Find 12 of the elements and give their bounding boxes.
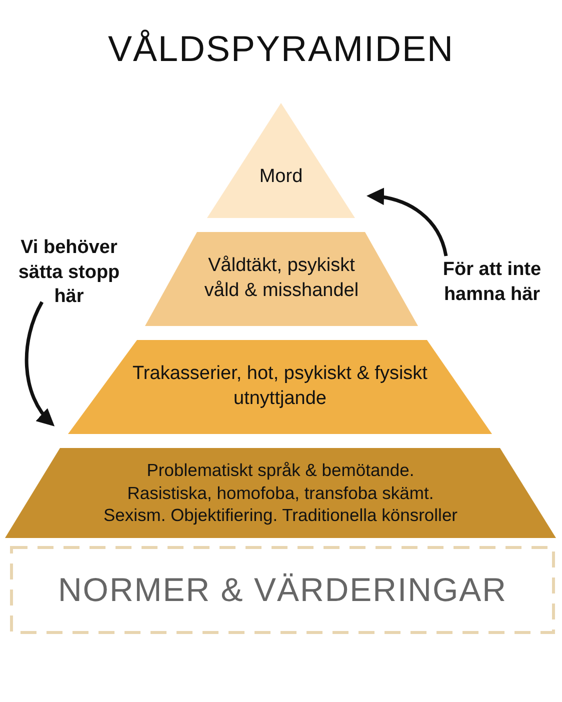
- title: VÅLDSPYRAMIDEN: [106, 28, 456, 70]
- curved-arrow: [24, 301, 54, 427]
- layer-label: Sexism. Objektifiering. Traditionella könsroller: [103, 504, 458, 528]
- layer-label: Problematiskt språk & bemötande.: [146, 458, 414, 482]
- side-note: För att inte hamna här: [440, 258, 544, 308]
- side-note: Vi behöver sätta stopp här: [8, 236, 130, 310]
- layer-label: Mord: [259, 165, 303, 190]
- layer-label: Trakasserier, hot, psykiskt & fysiskt utnyttjande: [132, 362, 428, 411]
- curved-arrow: [366, 188, 448, 256]
- layer-label: Våldtäkt, psykiskt våld & misshandel: [203, 254, 360, 303]
- layer-label: Rasistiska, homofoba, transfoba skämt.: [127, 482, 434, 504]
- base-label: NORMER & VÄRDERINGAR: [58, 571, 508, 609]
